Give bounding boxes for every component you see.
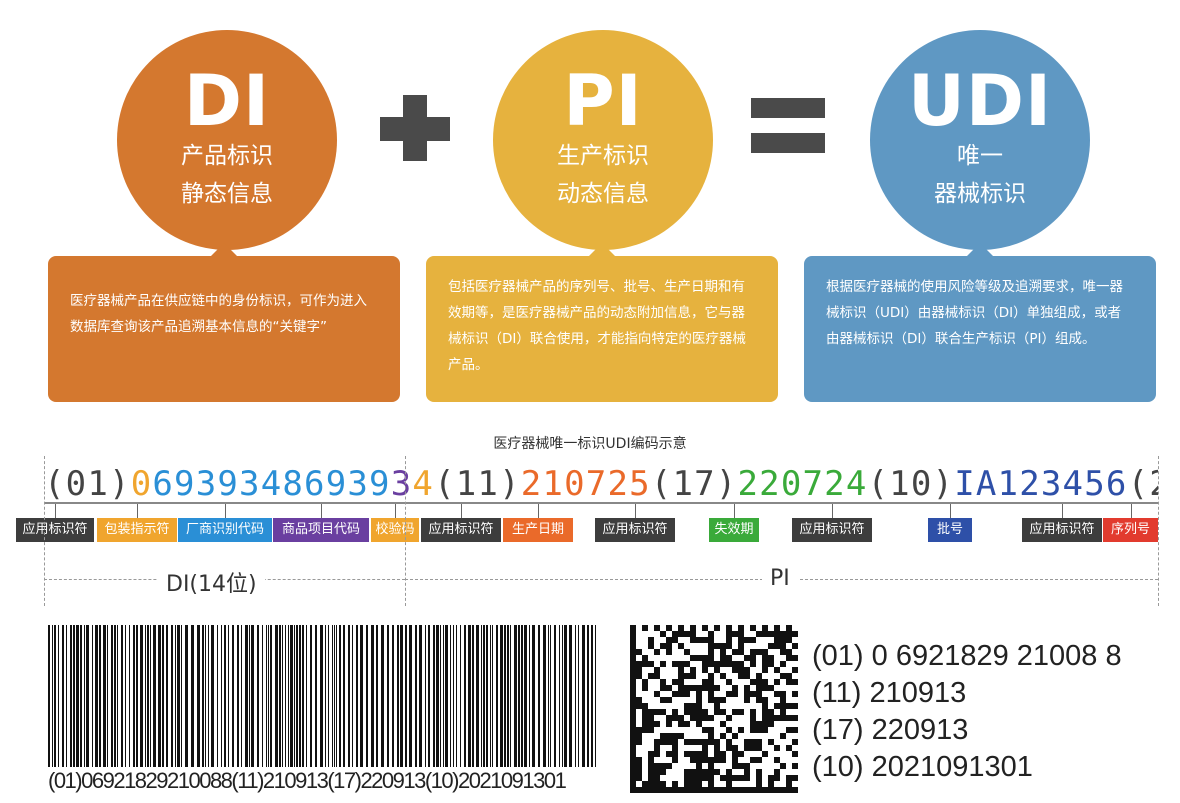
di-circle-line1: 产品标识 — [181, 143, 273, 169]
segment-tag: 批号 — [928, 518, 972, 542]
tag-connector — [734, 504, 735, 518]
tag-connector — [832, 504, 833, 518]
code-segment: 210725 — [520, 464, 651, 504]
segment-tag: 厂商识别代码 — [178, 518, 272, 542]
datamatrix-code — [630, 625, 798, 793]
pi-end-divider — [1158, 456, 1159, 606]
segment-tag: 应用标识符 — [595, 518, 675, 542]
udi-circle-line1: 唯一 — [957, 143, 1003, 169]
tag-connector — [321, 504, 322, 518]
tag-connector — [1062, 504, 1063, 518]
segment-tag: 应用标识符 — [792, 518, 872, 542]
pi-circle-line1: 生产标识 — [557, 143, 649, 169]
code-segment: (10) — [867, 464, 955, 504]
di-circle: DI 产品标识 静态信息 — [117, 30, 337, 250]
code-underline — [44, 502, 1158, 504]
di-span-label: DI(14位) — [158, 566, 265, 598]
segment-tag: 校验码 — [371, 518, 419, 542]
tag-connector — [635, 504, 636, 518]
code-segment: 69393486939 — [152, 464, 391, 504]
datamatrix-text: (01) 0 6921829 21008 8 (11) 210913 (17) … — [812, 638, 1122, 786]
code-segment: 3 — [390, 464, 413, 504]
tag-connector — [137, 504, 138, 518]
tag-connector — [225, 504, 226, 518]
plus-sign-vertical — [403, 95, 427, 161]
pi-circle-title: PI — [563, 60, 643, 142]
code-segment: (17) — [650, 464, 738, 504]
code-segment: IA123456 — [954, 464, 1128, 504]
code-segment: (20) — [1127, 464, 1158, 504]
linear-barcode — [48, 625, 596, 767]
udi-circle: UDI 唯一 器械标识 — [870, 30, 1090, 250]
di-pi-divider — [405, 456, 406, 606]
segment-tag: 生产日期 — [503, 518, 573, 542]
udi-description: 根据医疗器械的使用风险等级及追溯要求，唯一器械标识（UDI）由器械标识（DI）单… — [804, 243, 1156, 402]
encoding-title: 医疗器械唯一标识UDI编码示意 — [493, 436, 687, 452]
udi-circle-title: UDI — [908, 60, 1052, 142]
pi-circle: PI 生产标识 动态信息 — [493, 30, 713, 250]
code-segment: 4 — [412, 464, 435, 504]
segment-tag: 应用标识符 — [421, 518, 501, 542]
segment-tag: 应用标识符 — [1022, 518, 1102, 542]
barcode-human-readable: (01)06921829210088(11)210913(17)220913(1… — [48, 768, 567, 793]
equals-sign-bottom — [751, 133, 825, 153]
code-segment: (11) — [434, 464, 521, 504]
segment-tag: 包装指示符 — [97, 518, 177, 542]
tag-connector — [461, 504, 462, 518]
segment-tag: 应用标识符 — [16, 518, 94, 542]
datamatrix-line-11: (11) 210913 — [812, 677, 967, 709]
segment-tag: 商品项目代码 — [273, 518, 369, 542]
di-description: 医疗器械产品在供应链中的身份标识，可作为进入数据库查询该产品追溯基本信息的“关键… — [48, 243, 400, 402]
di-start-divider — [44, 456, 45, 606]
pi-description: 包括医疗器械产品的序列号、批号、生产日期和有效期等，是医疗器械产品的动态附加信息… — [426, 243, 778, 402]
datamatrix-line-17: (17) 220913 — [812, 714, 969, 746]
code-segment: 220724 — [737, 464, 868, 504]
tag-connector — [950, 504, 951, 518]
udi-circle-line2: 器械标识 — [934, 181, 1026, 207]
segment-tag: 序列号 — [1103, 518, 1158, 542]
equals-sign-top — [751, 98, 825, 118]
di-circle-line2: 静态信息 — [181, 181, 273, 207]
tag-connector — [1130, 504, 1132, 518]
datamatrix-line-01: (01) 0 6921829 21008 8 — [812, 640, 1122, 672]
di-circle-title: DI — [183, 60, 271, 142]
datamatrix-line-10: (10) 2021091301 — [812, 751, 1033, 783]
tag-connector — [55, 504, 56, 518]
pi-span-label: PI — [762, 566, 798, 591]
tag-connector — [538, 504, 539, 518]
code-segment: (01) — [44, 464, 131, 504]
code-segment: 0 — [130, 464, 153, 504]
tag-connector — [395, 504, 396, 518]
segment-tag: 失效期 — [709, 518, 759, 542]
udi-code-string: (01)06939348693934(11)210725(17)220724(1… — [44, 462, 1158, 506]
pi-circle-line2: 动态信息 — [557, 181, 649, 207]
